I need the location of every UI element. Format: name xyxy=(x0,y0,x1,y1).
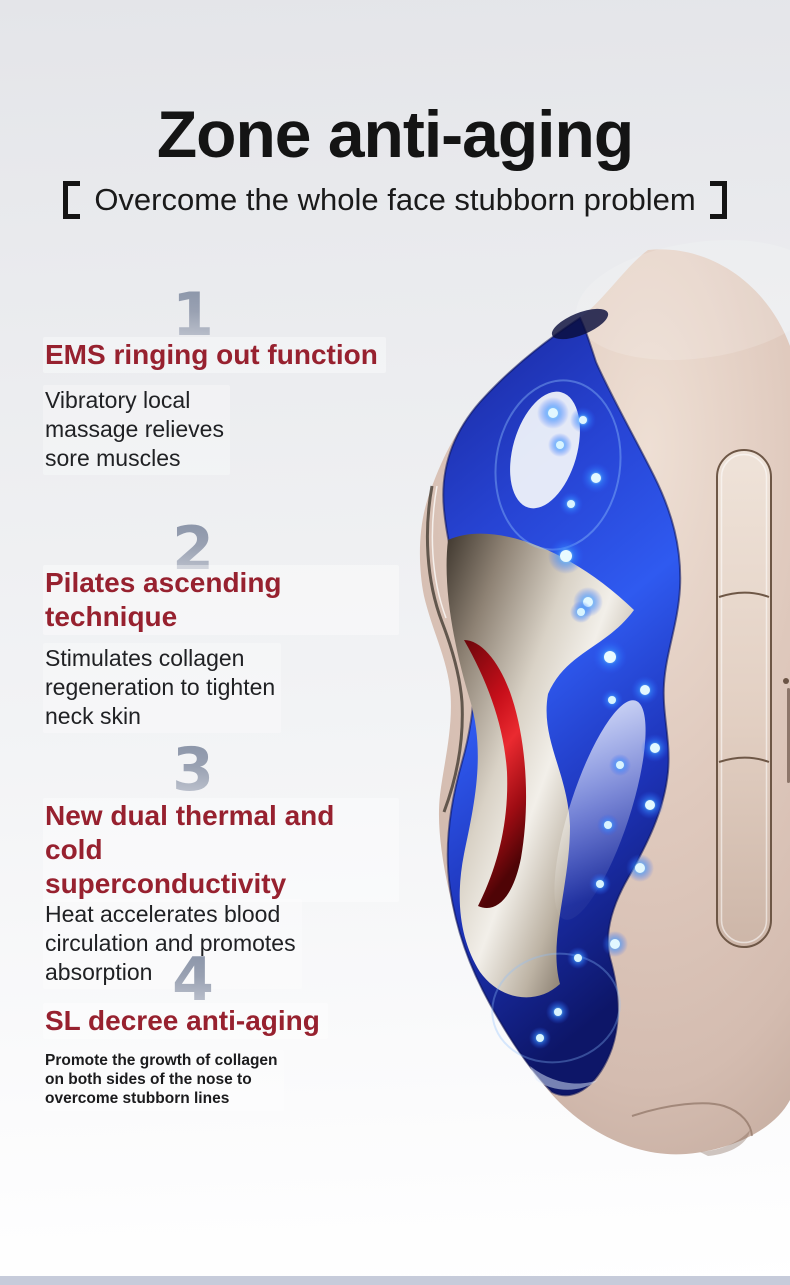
feature-title: Pilates ascending technique xyxy=(43,565,399,635)
feature-item-4: 4 SL decree anti-aging Promote the growt… xyxy=(43,950,399,1111)
side-button xyxy=(716,449,772,948)
feature-description: Stimulates collagen regeneration to tigh… xyxy=(43,642,282,733)
feature-description: Vibratory local massage relieves sore mu… xyxy=(43,384,230,475)
feature-title: New dual thermal and cold superconductiv… xyxy=(43,798,399,902)
side-pin-dot xyxy=(783,678,789,684)
subtitle-text: Overcome the whole face stubborn problem xyxy=(94,182,696,217)
page-title: Zone anti-aging xyxy=(156,97,634,171)
feature-number: 2 xyxy=(43,519,343,579)
feature-number: 3 xyxy=(43,740,343,800)
feature-description: Heat accelerates blood circulation and p… xyxy=(43,898,302,989)
red-core xyxy=(464,640,527,908)
page-subtitle: Overcome the whole face stubborn problem xyxy=(0,181,790,219)
bottom-flap-shadow xyxy=(700,1130,750,1156)
glass-reflection-ring xyxy=(494,379,622,551)
side-edge-slot xyxy=(787,688,790,783)
feature-item-3: 3 New dual thermal and cold superconduct… xyxy=(43,740,399,989)
glass-reflection-ring-bottom xyxy=(491,952,621,1064)
feature-item-2: 2 Pilates ascending technique Stimulates… xyxy=(43,519,399,733)
glass-tip-shadow xyxy=(551,308,609,340)
led-lights xyxy=(529,397,669,1049)
right-bracket-icon xyxy=(709,181,727,219)
feature-item-1: 1 EMS ringing out function Vibratory loc… xyxy=(43,285,399,475)
feature-title: EMS ringing out function xyxy=(43,337,386,373)
left-bracket-icon xyxy=(63,181,81,219)
chrome-edge-highlight xyxy=(431,485,447,619)
feature-number: 4 xyxy=(43,950,343,1010)
feature-number: 1 xyxy=(43,285,343,345)
body-highlight xyxy=(575,239,790,361)
chrome-edge xyxy=(425,485,464,813)
feature-description: Promote the growth of collagen on both s… xyxy=(43,1049,284,1111)
glass-bottom-sheen xyxy=(530,1066,598,1090)
bottom-seam xyxy=(631,1102,753,1137)
bottom-strip xyxy=(0,1276,790,1285)
feature-title: SL decree anti-aging xyxy=(43,1003,328,1039)
